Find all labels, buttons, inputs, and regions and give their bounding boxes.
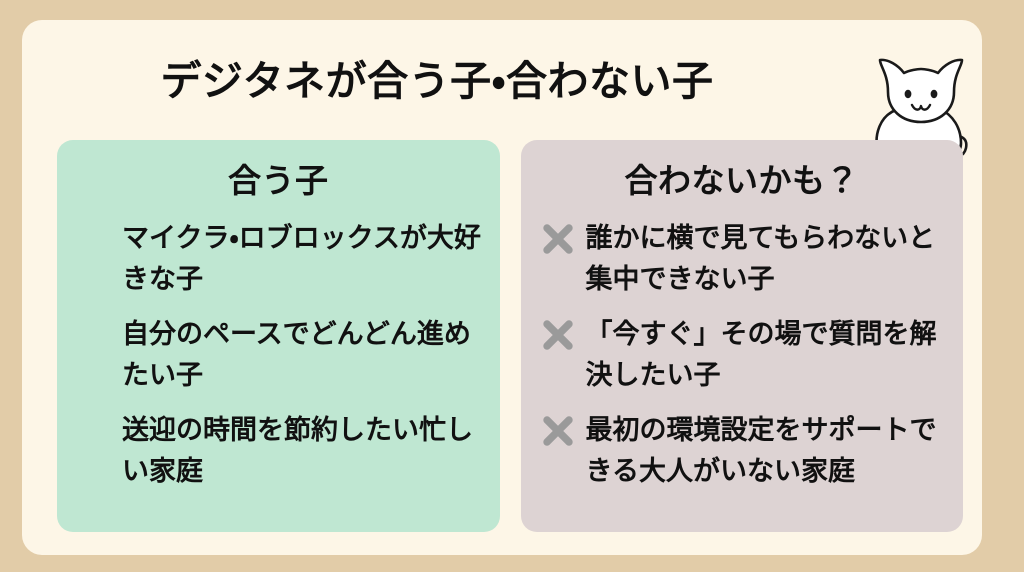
page-title: デジタネが合う子・合わない子 [160, 57, 714, 105]
green-dot-icon [77, 222, 111, 256]
comparison-panels: 合う子 マイクラ・ロブロックスが大好きな子 自分のペースでどんどん進めたい子 [57, 140, 963, 532]
list-item-label: 「今すぐ」その場で質問を解決したい子 [585, 319, 937, 391]
list-item-label: 送迎の時間を節約したい忙しい家庭 [122, 415, 473, 487]
panel-good-fit-list: マイクラ・ロブロックスが大好きな子 自分のペースでどんどん進めたい子 送迎の時間… [57, 218, 500, 492]
list-item: マイクラ・ロブロックスが大好きな子 [77, 218, 486, 300]
cross-icon [541, 318, 575, 352]
cross-icon [541, 222, 575, 256]
title-row: デジタネが合う子・合わない子 [22, 52, 982, 162]
list-item: 送迎の時間を節約したい忙しい家庭 [77, 410, 486, 492]
list-item-label: 自分のペースでどんどん進めたい子 [122, 319, 471, 391]
list-item-label: マイクラ・ロブロックスが大好きな子 [122, 223, 481, 295]
list-item: 誰かに横で見てもらわないと集中できない子 [541, 218, 950, 300]
list-item: 最初の環境設定をサポートできる大人がいない家庭 [541, 410, 950, 492]
content-card: デジタネが合う子・合わない子 [22, 20, 982, 555]
list-item: 自分のペースでどんどん進めたい子 [77, 314, 486, 396]
green-dot-icon [77, 414, 111, 448]
green-dot-icon [77, 318, 111, 352]
list-item: 「今すぐ」その場で質問を解決したい子 [541, 314, 950, 396]
panel-maybe-not-fit-list: 誰かに横で見てもらわないと集中できない子 「今すぐ」その場で質問を解決したい [521, 218, 964, 492]
panel-good-fit: 合う子 マイクラ・ロブロックスが大好きな子 自分のペースでどんどん進めたい子 [57, 140, 500, 532]
panel-maybe-not-fit-header: 合わないかも？ [624, 161, 859, 200]
panel-maybe-not-fit: 合わないかも？ 誰かに横で見てもらわないと集中できない子 [520, 140, 964, 532]
cross-icon [541, 414, 575, 448]
list-item-label: 最初の環境設定をサポートできる大人がいない家庭 [585, 415, 937, 487]
list-item-label: 誰かに横で見てもらわないと集中できない子 [585, 223, 936, 295]
panel-good-fit-header: 合う子 [228, 161, 329, 200]
